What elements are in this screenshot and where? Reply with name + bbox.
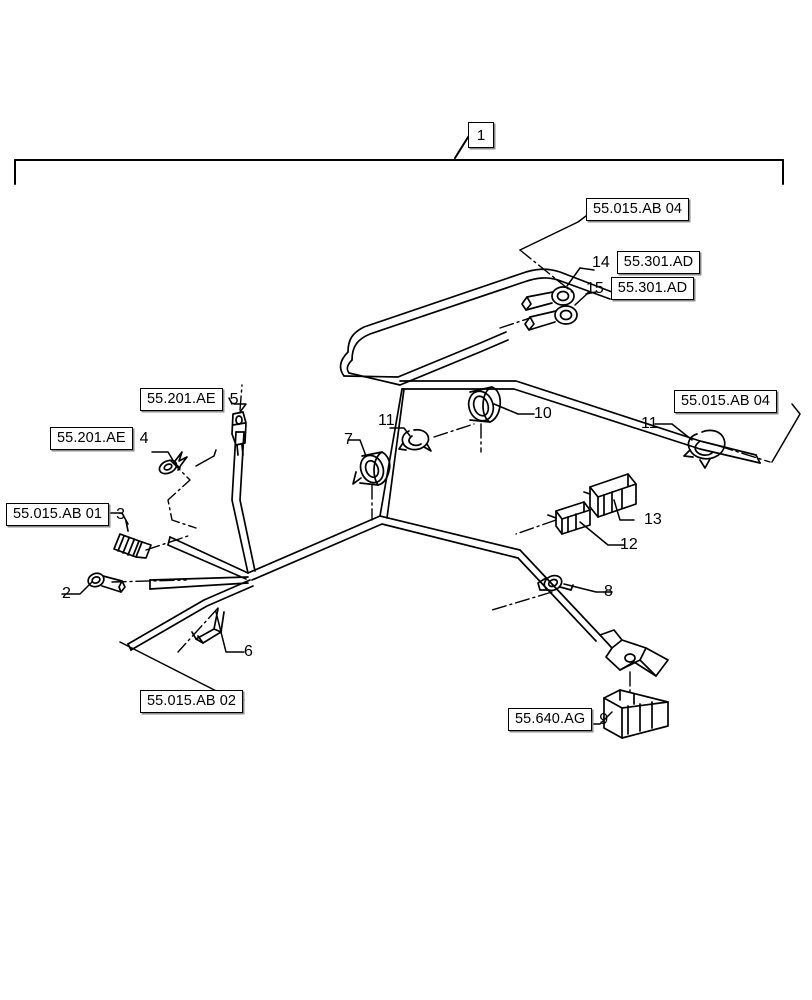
connector-13 [583,473,637,518]
cable-clip-11a [398,428,432,452]
item-number-9-label: 9 [599,711,609,728]
reference-code-box: 55.015.AB 02 [140,690,244,713]
item-number-13: 13 [644,511,662,528]
ring-terminal-2 [87,572,126,593]
callout-ref-ag[interactable]: 55.640.AG 9 [508,708,608,731]
assembly-bracket [14,133,784,185]
cable-clip-11b [683,429,726,469]
callout-ref-ab04-top[interactable]: 55.015.AB 04 [586,198,690,221]
item-number-6: 6 [244,643,253,660]
item-number-2: 2 [62,585,71,602]
cable-end-plug-9 [599,629,669,739]
item-number-7: 7 [344,431,353,448]
callout-ref-ad-15[interactable]: 15 55.301.AD [586,277,695,300]
item-number-15-label: 15 [586,280,604,297]
callout-ref-ab04-right[interactable]: 55.015.AB 04 [674,390,778,413]
connector-12 [547,501,591,535]
ring-terminal-14 [521,286,575,311]
callout-ref-ad-14[interactable]: 14 55.301.AD [592,251,701,274]
reference-code-box: 55.201.AE [50,427,133,450]
callout-ref-ae-4[interactable]: 55.201.AE 4 [50,427,149,450]
item-number-8: 8 [604,583,613,600]
item-number-5-label: 5 [229,391,239,408]
item-number-12: 12 [620,536,638,553]
harness-upper-branch [339,268,761,464]
callout-ref-ab02[interactable]: 55.015.AB 02 [140,690,244,713]
item-number-1-label: 1 [476,126,486,144]
item-number-11-left: 11 [378,412,395,429]
item-number-leaders [61,267,693,725]
item-number-11-right: 11 [641,415,658,432]
ring-terminal-4 [158,451,188,475]
harness-main-trunk [247,388,601,642]
grommet-10 [467,386,502,423]
reference-code-box: 55.015.AB 01 [6,503,110,526]
reference-code-box: 55.301.AD [610,277,695,300]
splice-connector-3 [113,520,152,559]
assembly-leaders [111,249,771,697]
strap-clip-6 [191,608,225,644]
callout-ref-ae-5[interactable]: 55.201.AE 5 [140,388,239,411]
inline-terminal-5 [231,411,247,456]
reference-code-box: 55.015.AB 04 [586,198,690,221]
item-number-14-label: 14 [592,254,610,271]
item-number-4-label: 4 [139,430,149,447]
callout-ref-ab01[interactable]: 55.015.AB 01 3 [6,503,125,526]
reference-code-box: 55.301.AD [616,251,701,274]
item-number-3-label: 3 [116,506,125,523]
harness-left-branches [127,431,256,651]
item-number-1-box: 1 [468,122,494,148]
reference-code-box: 55.640.AG [508,708,593,731]
item-number-10: 10 [534,405,552,422]
ring-terminal-8 [537,574,574,592]
grommet-7 [352,451,391,486]
reference-code-box: 55.015.AB 04 [674,390,778,413]
reference-code-box: 55.201.AE [140,388,223,411]
ring-terminal-15 [524,305,578,331]
